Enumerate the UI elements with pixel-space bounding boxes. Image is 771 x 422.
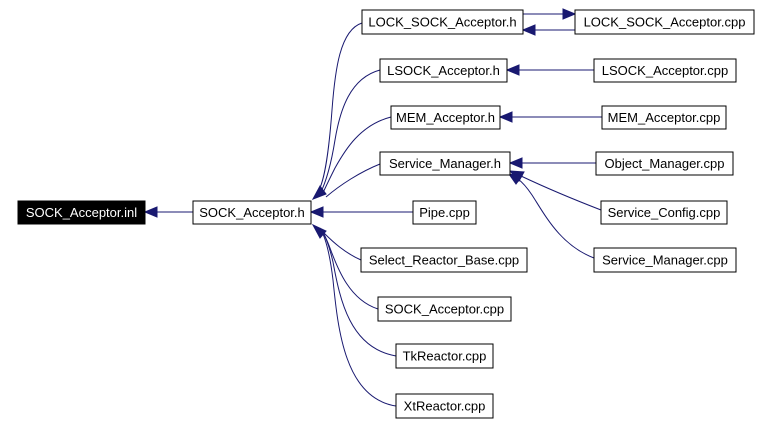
node-label: Service_Config.cpp xyxy=(608,205,721,220)
node-label: Select_Reactor_Base.cpp xyxy=(369,253,519,268)
edge-arrowhead xyxy=(507,173,523,185)
edge-arrowhead xyxy=(311,185,327,200)
node-xtreactor-cpp[interactable]: XtReactor.cpp xyxy=(395,393,494,419)
node-lock-sock-acceptor-cpp[interactable]: LOCK_SOCK_Acceptor.cpp xyxy=(574,9,755,35)
node-label: TkReactor.cpp xyxy=(403,349,487,364)
node-select-reactor-base-cpp[interactable]: Select_Reactor_Base.cpp xyxy=(360,247,528,273)
node-service-manager-cpp[interactable]: Service_Manager.cpp xyxy=(593,247,737,273)
node-service-manager-h[interactable]: Service_Manager.h xyxy=(379,151,511,176)
edge-mem-acceptor-h-to-sock-acceptor-h xyxy=(321,116,392,196)
edge-arrowhead xyxy=(309,206,324,218)
node-tkreactor-cpp[interactable]: TkReactor.cpp xyxy=(395,343,494,369)
edge-lsock-acceptor-h-to-sock-acceptor-h xyxy=(319,69,381,195)
node-sock-acceptor-cpp[interactable]: SOCK_Acceptor.cpp xyxy=(377,296,512,322)
node-label: LOCK_SOCK_Acceptor.h xyxy=(368,15,516,30)
node-label: SOCK_Acceptor.h xyxy=(199,205,305,220)
node-label: LOCK_SOCK_Acceptor.cpp xyxy=(584,15,746,30)
node-lsock-acceptor-h[interactable]: LSOCK_Acceptor.h xyxy=(379,58,508,83)
node-label: XtReactor.cpp xyxy=(404,399,486,414)
edge-service-manager-cpp-to-service-manager-h xyxy=(517,178,595,259)
edge-arrowhead xyxy=(508,157,523,169)
node-label: LSOCK_Acceptor.cpp xyxy=(602,63,728,78)
node-pipe-cpp[interactable]: Pipe.cpp xyxy=(412,200,477,225)
edge-arrowhead xyxy=(143,206,158,218)
node-label: SOCK_Acceptor.inl xyxy=(26,205,137,220)
edge-service-manager-h-to-sock-acceptor-h xyxy=(325,163,381,198)
edge-arrowhead xyxy=(505,64,520,76)
node-label: Pipe.cpp xyxy=(419,205,470,220)
edge-service-config-cpp-to-service-manager-h xyxy=(520,175,602,211)
node-service-config-cpp[interactable]: Service_Config.cpp xyxy=(600,200,728,225)
edge-tkreactor-cpp-to-sock-acceptor-h xyxy=(320,228,397,357)
node-label: SOCK_Acceptor.cpp xyxy=(385,302,504,317)
node-label: Service_Manager.h xyxy=(389,156,501,171)
node-mem-acceptor-h[interactable]: MEM_Acceptor.h xyxy=(390,105,501,130)
node-label: LSOCK_Acceptor.h xyxy=(387,63,500,78)
node-sock-acceptor-inl[interactable]: SOCK_Acceptor.inl xyxy=(17,200,146,225)
node-label: MEM_Acceptor.cpp xyxy=(608,110,721,125)
edge-lock-sock-acceptor-h-to-sock-acceptor-h xyxy=(317,22,363,193)
nodes: SOCK_Acceptor.inl SOCK_Acceptor.h LOCK_S… xyxy=(17,9,755,419)
edge-arrowhead xyxy=(498,111,513,123)
node-label: Service_Manager.cpp xyxy=(602,253,728,268)
node-label: MEM_Acceptor.h xyxy=(396,110,495,125)
edge-arrowhead xyxy=(311,223,327,239)
node-lock-sock-acceptor-h[interactable]: LOCK_SOCK_Acceptor.h xyxy=(361,9,524,35)
node-sock-acceptor-h[interactable]: SOCK_Acceptor.h xyxy=(192,200,312,225)
edge-select-reactor-base-cpp-to-sock-acceptor-h xyxy=(323,232,362,261)
node-object-manager-cpp[interactable]: Object_Manager.cpp xyxy=(595,151,734,176)
node-label: Object_Manager.cpp xyxy=(605,156,725,171)
edge-arrowhead xyxy=(562,8,577,20)
node-mem-acceptor-cpp[interactable]: MEM_Acceptor.cpp xyxy=(601,105,727,130)
node-lsock-acceptor-cpp[interactable]: LSOCK_Acceptor.cpp xyxy=(593,58,737,83)
edge-xtreactor-cpp-to-sock-acceptor-h xyxy=(319,227,397,407)
edge-arrowhead xyxy=(521,24,536,36)
edges xyxy=(143,8,602,407)
